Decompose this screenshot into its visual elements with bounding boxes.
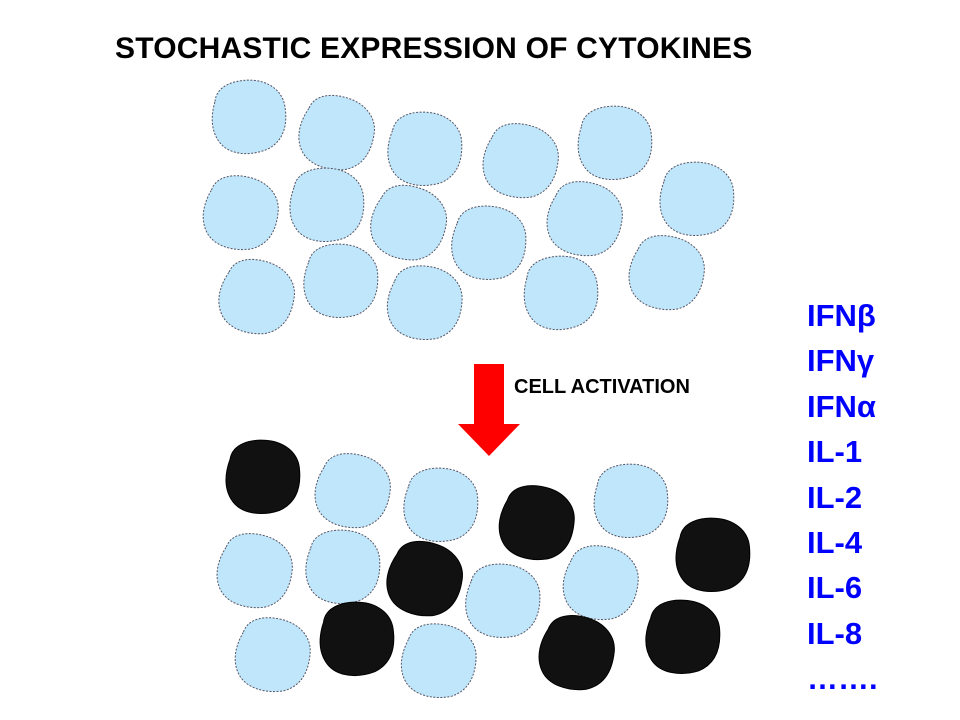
resting-cell xyxy=(400,464,482,545)
expressing-cell xyxy=(382,536,468,621)
cytokine-item: IFNβ xyxy=(807,298,876,333)
resting-cell xyxy=(449,204,528,282)
cytokine-item: IL-8 xyxy=(807,615,863,651)
resting-cell xyxy=(588,458,674,543)
cytokine-item: IFNα xyxy=(807,388,876,424)
resting-cell xyxy=(232,614,313,695)
expressing-cell xyxy=(221,435,305,518)
cytokine-item: ……. xyxy=(807,661,878,697)
cytokine-item: IL-2 xyxy=(807,479,863,515)
resting-cell xyxy=(384,108,466,189)
expressing-cell xyxy=(314,596,400,681)
resting-cell xyxy=(300,240,382,321)
expressing-cell xyxy=(642,596,724,677)
cytokine-item: IL-4 xyxy=(807,525,863,561)
cytokine-item: IL-6 xyxy=(807,570,863,606)
resting-cell xyxy=(543,177,627,260)
activation-arrow xyxy=(458,364,520,456)
resting-cell xyxy=(560,542,641,623)
resting-cell xyxy=(205,73,293,160)
cytokine-item: IFNγ xyxy=(807,343,875,379)
resting-cell xyxy=(285,163,369,246)
cytokine-item: IL-1 xyxy=(807,434,863,470)
resting-cell xyxy=(625,231,709,314)
expressing-cell xyxy=(671,513,755,596)
resting-cell xyxy=(385,264,464,342)
resting-cell xyxy=(463,562,542,640)
resting-cell xyxy=(294,90,380,175)
resting-cell xyxy=(399,622,478,700)
resting-cell xyxy=(655,157,739,240)
resting-cell xyxy=(365,179,453,266)
resting-cell xyxy=(214,254,300,339)
expressing-cell xyxy=(496,482,577,563)
resting-cell xyxy=(311,449,395,532)
resting-cell xyxy=(572,100,658,185)
arrow-shaft xyxy=(474,364,504,424)
cell-activation-label: CELL ACTIVATION xyxy=(514,376,690,398)
resting-cell xyxy=(479,119,563,202)
expressing-cell xyxy=(535,611,619,694)
after-cell-population xyxy=(213,435,755,700)
resting-cell xyxy=(200,172,281,253)
resting-cell xyxy=(302,526,384,607)
arrow-head xyxy=(458,424,520,456)
before-cell-population xyxy=(200,73,739,342)
slide-title: STOCHASTIC EXPRESSION OF CYTOKINES xyxy=(115,32,753,65)
resting-cell xyxy=(517,249,605,336)
resting-cell xyxy=(213,529,297,612)
